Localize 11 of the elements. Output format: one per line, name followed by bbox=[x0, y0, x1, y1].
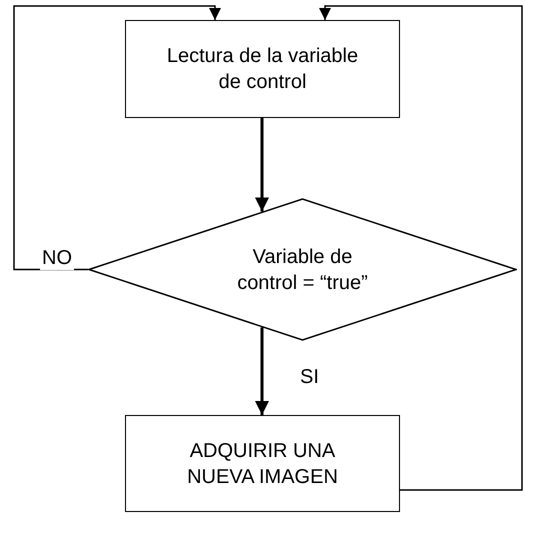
decision-diamond bbox=[88, 198, 517, 341]
node-label: Variable de control = “true” bbox=[236, 244, 369, 296]
process-box bbox=[125, 415, 400, 512]
edge-label: NO bbox=[40, 247, 74, 270]
arrow bbox=[255, 118, 269, 212]
arrow bbox=[255, 328, 269, 415]
process-box bbox=[125, 20, 400, 118]
arrow bbox=[13, 5, 221, 270]
node-label: Lectura de la variable de control bbox=[166, 44, 360, 95]
node-label: ADQUIRIR UNA NUEVA IMAGEN bbox=[186, 438, 339, 490]
arrow bbox=[319, 5, 523, 491]
